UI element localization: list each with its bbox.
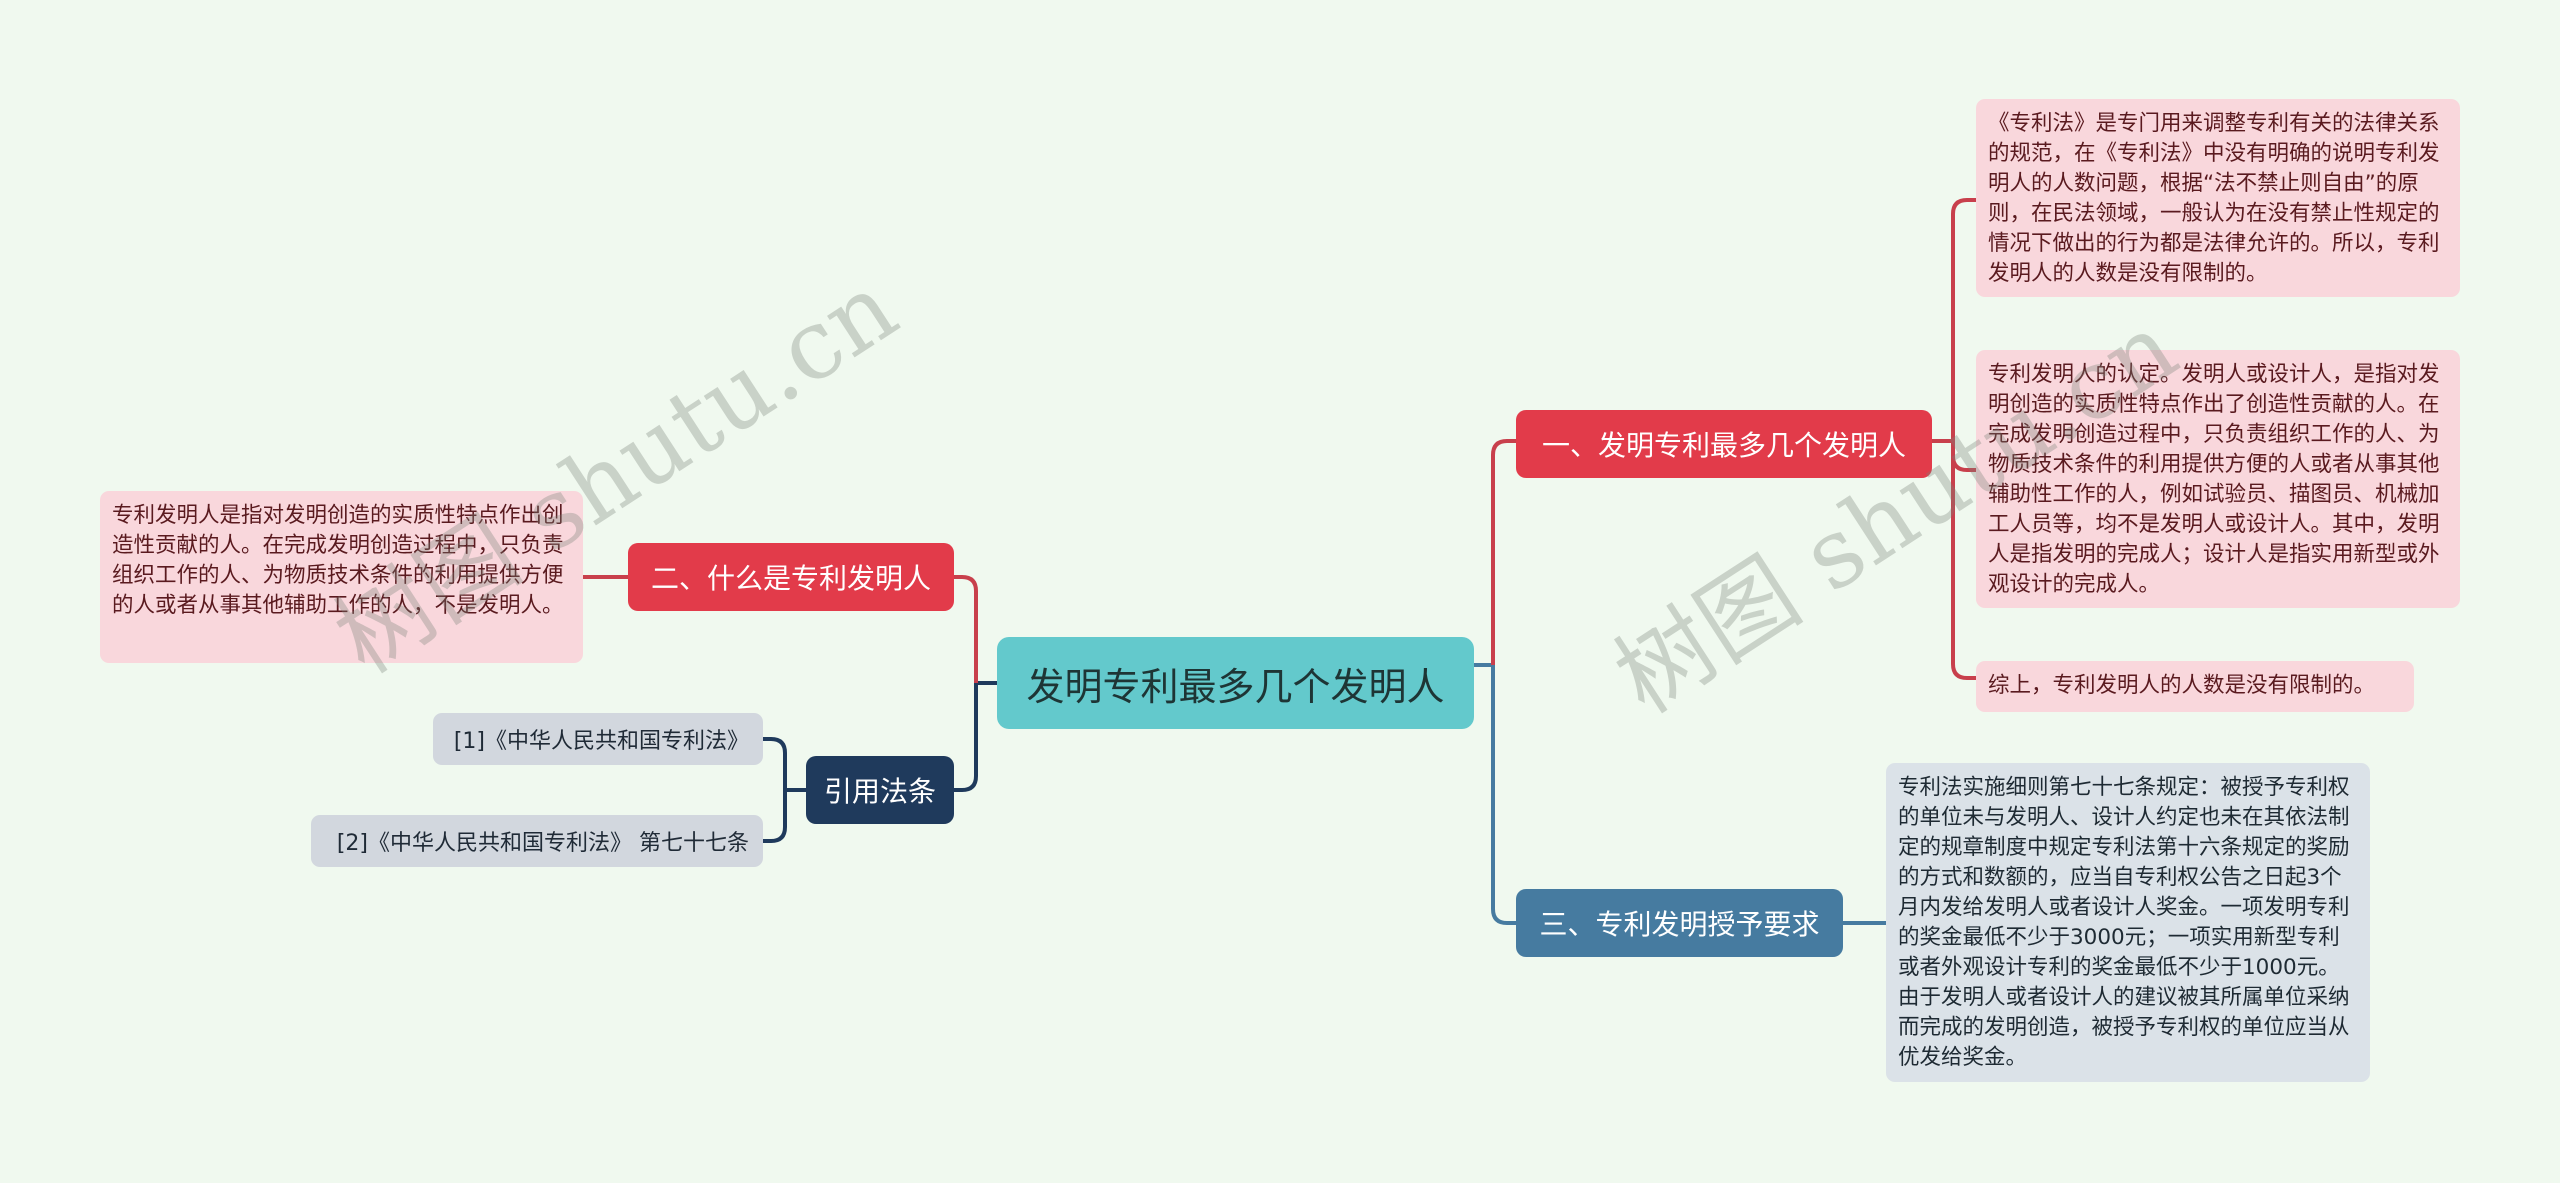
leaf-patent-law-no-limit[interactable]: 《专利法》是专门用来调整专利有关的法律关系的规范，在《专利法》中没有明确的说明专… — [1976, 99, 2460, 297]
leaf-inventor-meaning[interactable]: 专利发明人是指对发明创造的实质性特点作出创造性贡献的人。在完成发明创造过程中，只… — [100, 491, 583, 663]
leaf-text: 专利发明人的认定。发明人或设计人，是指对发明创造的实质性特点作出了创造性贡献的人… — [1988, 362, 2440, 597]
citation-patent-law[interactable]: [1]《中华人民共和国专利法》 — [433, 713, 763, 765]
branch-label: 一、发明专利最多几个发明人 — [1541, 429, 1906, 462]
leaf-text: 综上，专利发明人的人数是没有限制的。 — [1988, 673, 2376, 698]
branch-max-inventors[interactable]: 一、发明专利最多几个发明人 — [1516, 410, 1932, 478]
root-topic[interactable]: 发明专利最多几个发明人 — [997, 637, 1474, 729]
leaf-article-77[interactable]: 专利法实施细则第七十七条规定：被授予专利权的单位未与发明人、设计人约定也未在其依… — [1886, 763, 2370, 1082]
branch-cited-laws[interactable]: 引用法条 — [806, 756, 954, 824]
leaf-inventor-definition[interactable]: 专利发明人的认定。发明人或设计人，是指对发明创造的实质性特点作出了创造性贡献的人… — [1976, 350, 2460, 608]
citation-text: [2]《中华人民共和国专利法》 第七十七条 — [336, 831, 749, 856]
branch-label: 三、专利发明授予要求 — [1539, 908, 1820, 941]
branch-label: 引用法条 — [823, 775, 936, 808]
leaf-text: 《专利法》是专门用来调整专利有关的法律关系的规范，在《专利法》中没有明确的说明专… — [1988, 111, 2440, 286]
leaf-text: 专利法实施细则第七十七条规定：被授予专利权的单位未与发明人、设计人约定也未在其依… — [1898, 775, 2350, 1070]
branch-label: 二、什么是专利发明人 — [650, 562, 931, 595]
citation-patent-law-article-77[interactable]: [2]《中华人民共和国专利法》 第七十七条 — [311, 815, 763, 867]
leaf-conclusion[interactable]: 综上，专利发明人的人数是没有限制的。 — [1976, 661, 2414, 712]
branch-grant-requirements[interactable]: 三、专利发明授予要求 — [1516, 889, 1843, 957]
citation-text: [1]《中华人民共和国专利法》 — [453, 729, 749, 754]
branch-what-is-inventor[interactable]: 二、什么是专利发明人 — [628, 543, 954, 611]
leaf-text: 专利发明人是指对发明创造的实质性特点作出创造性贡献的人。在完成发明创造过程中，只… — [112, 503, 564, 618]
root-topic-label: 发明专利最多几个发明人 — [1026, 664, 1445, 709]
